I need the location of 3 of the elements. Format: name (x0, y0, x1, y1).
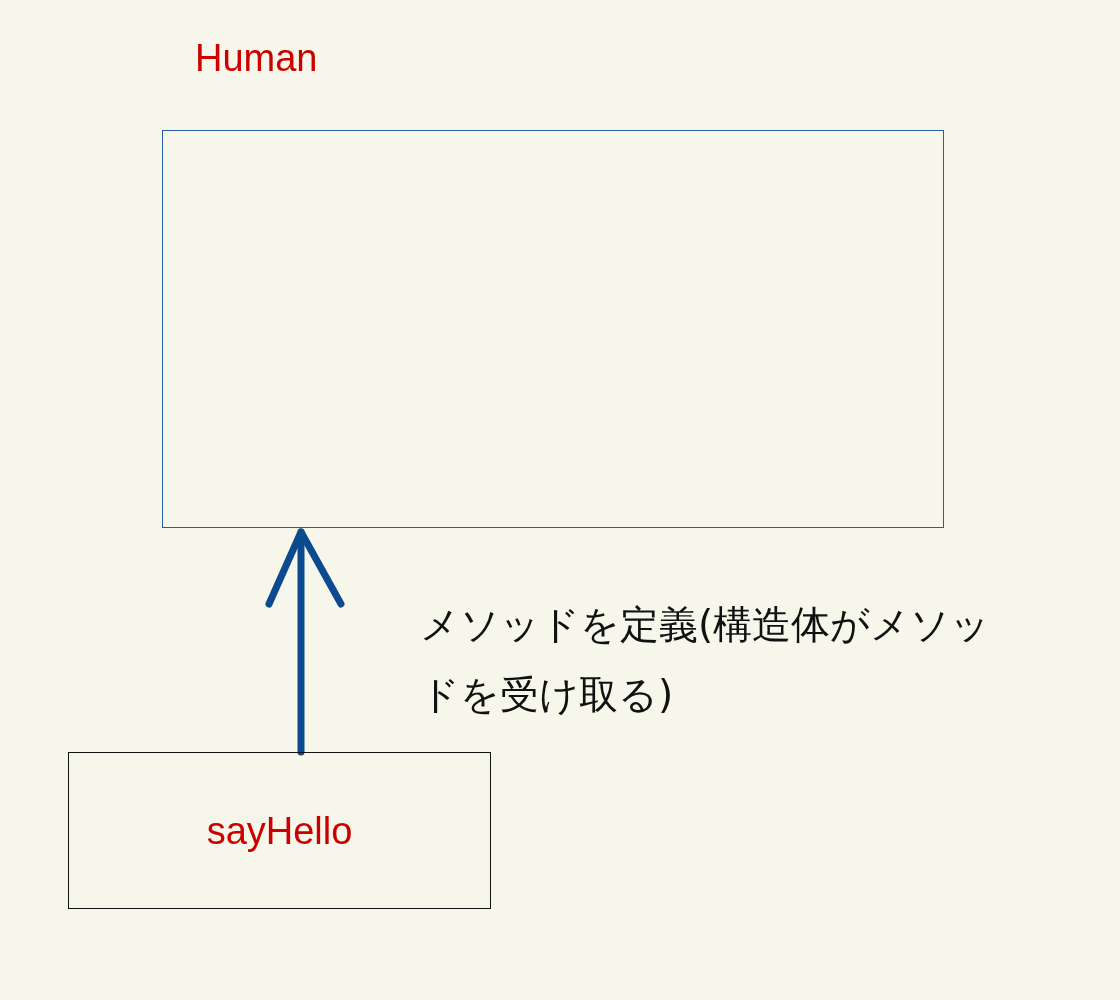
method-name: sayHello (206, 808, 353, 853)
struct-name: Human (195, 36, 318, 80)
arrow (265, 528, 345, 756)
